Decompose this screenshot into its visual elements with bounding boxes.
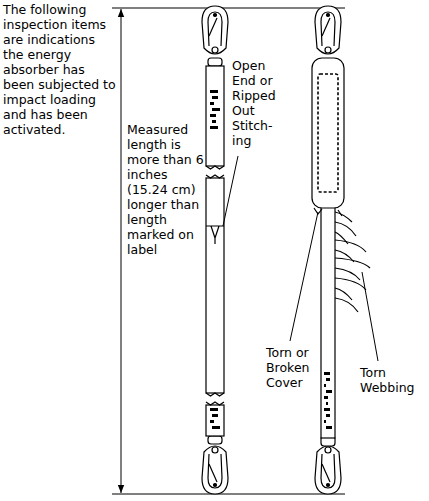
label-marking (326, 414, 330, 417)
label-marking (326, 426, 332, 429)
leader-line (362, 272, 378, 361)
callout-label: Torn or Broken Cover (266, 345, 328, 390)
dimension-label: Measured length is more than 6 inches (1… (127, 122, 205, 257)
label-marking (212, 120, 216, 123)
label-marking (324, 372, 332, 429)
stitch-pattern (318, 74, 338, 192)
label-marking (210, 408, 220, 429)
snap-hook (325, 47, 331, 53)
torn-webbing (335, 258, 370, 268)
open-stitching (206, 226, 224, 244)
snap-hook (208, 454, 222, 488)
snap-hook (212, 447, 218, 453)
snap-hook (315, 446, 341, 494)
snap-hook (214, 14, 217, 17)
broken-cover-edge (314, 208, 342, 216)
snap-hook (327, 14, 330, 17)
label-marking (210, 114, 216, 117)
label-marking (210, 90, 218, 93)
label-marking (212, 414, 218, 417)
snap-hook (325, 447, 331, 453)
snap-hook (212, 47, 218, 53)
dimension-line (112, 8, 345, 9)
snap-hook (202, 6, 228, 54)
snap-hook (209, 18, 217, 36)
webbing (206, 166, 224, 169)
snap-hook (209, 464, 217, 482)
label-marking (210, 126, 218, 129)
snap-hook (202, 446, 228, 494)
torn-webbing (335, 298, 358, 312)
label-marking (212, 108, 220, 111)
leader-line (223, 156, 378, 361)
callout-label: Torn Webbing (360, 365, 424, 395)
webbing (206, 175, 224, 178)
label-marking (212, 426, 220, 429)
snap-hook (327, 484, 330, 487)
label-marking (210, 102, 214, 105)
dimension-line (121, 9, 122, 493)
label-marking (326, 378, 330, 381)
snap-hook (214, 484, 217, 487)
lanyard (208, 58, 222, 66)
torn-webbing (335, 278, 366, 290)
label-marking (210, 408, 218, 411)
snap-hook (321, 454, 335, 488)
snap-hook (208, 12, 222, 46)
callout-label: Open End or Ripped Out Stitch-ing (232, 58, 288, 148)
dimension-line (112, 8, 345, 494)
absorber-cover (312, 58, 344, 208)
torn-webbing (335, 240, 366, 252)
leader-line (290, 212, 318, 341)
label-marking (324, 384, 326, 387)
webbing (206, 178, 224, 393)
webbing (206, 402, 224, 405)
lanyard (208, 436, 222, 444)
energy-absorber-lanyard (312, 6, 370, 494)
dimension-line (112, 494, 345, 495)
label-marking (326, 402, 328, 405)
label-marking (324, 408, 330, 411)
webbing (206, 66, 224, 166)
snap-hook (315, 446, 341, 494)
label-marking (210, 420, 214, 423)
label-marking (326, 390, 332, 393)
snap-hook (322, 464, 330, 482)
webbing (206, 66, 224, 436)
webbing (321, 206, 335, 438)
torn-webbing (335, 212, 370, 312)
torn-webbing (335, 212, 352, 222)
leader-line (223, 156, 238, 226)
webbing (206, 405, 224, 436)
label-marking (324, 420, 326, 423)
note-text: The following inspection items are indic… (3, 2, 117, 137)
snap-hook (315, 6, 341, 54)
label-marking (210, 90, 220, 129)
label-marking (324, 372, 330, 375)
snap-hook (202, 6, 228, 54)
label-marking (212, 96, 218, 99)
snap-hook (321, 12, 335, 46)
snap-hook (315, 6, 341, 54)
label-marking (324, 396, 328, 399)
snap-hook (322, 18, 330, 36)
snap-hook (202, 446, 228, 494)
lanyard (202, 6, 228, 494)
webbing (206, 393, 224, 396)
